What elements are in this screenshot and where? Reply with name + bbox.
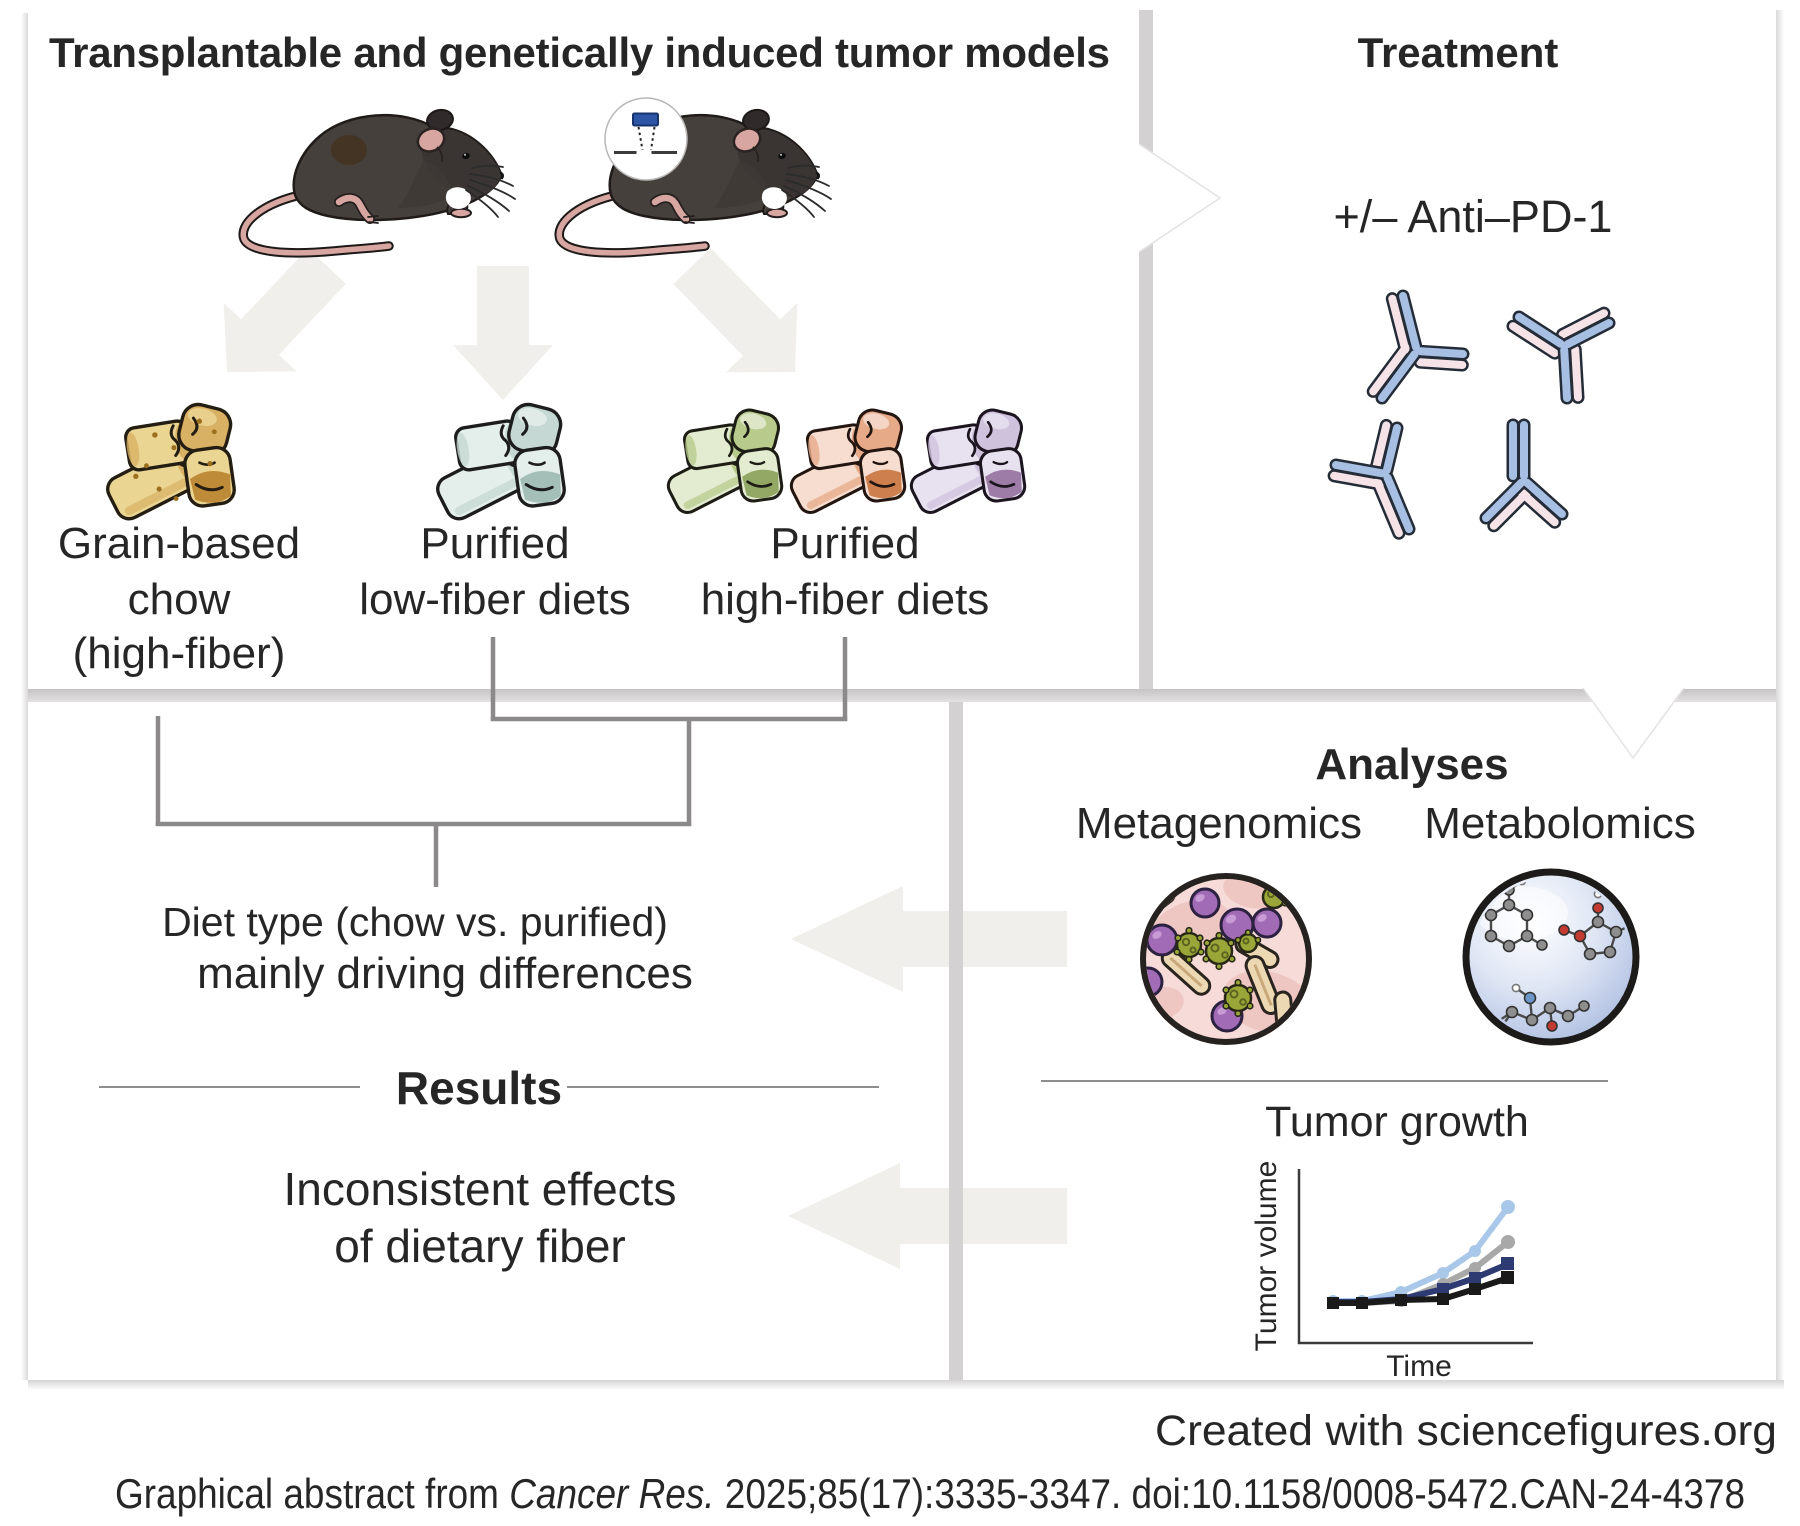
svg-text:chow: chow bbox=[128, 575, 231, 624]
svg-text:Treatment: Treatment bbox=[1358, 29, 1559, 76]
svg-text:Created with sciencefigures.or: Created with sciencefigures.org bbox=[1155, 1407, 1777, 1455]
svg-text:Inconsistent effects: Inconsistent effects bbox=[284, 1163, 677, 1215]
svg-text:+/– Anti–PD-1: +/– Anti–PD-1 bbox=[1334, 191, 1613, 242]
svg-text:Grain-based: Grain-based bbox=[58, 519, 300, 568]
svg-text:of dietary fiber: of dietary fiber bbox=[334, 1220, 625, 1272]
svg-text:Metagenomics: Metagenomics bbox=[1076, 799, 1362, 848]
svg-text:Time: Time bbox=[1386, 1350, 1452, 1383]
svg-text:Purified: Purified bbox=[420, 519, 569, 568]
svg-text:Results: Results bbox=[396, 1062, 562, 1114]
svg-text:Diet type (chow vs. purified): Diet type (chow vs. purified) bbox=[162, 899, 668, 945]
svg-text:Tumor growth: Tumor growth bbox=[1265, 1098, 1529, 1146]
svg-text:mainly driving differences: mainly driving differences bbox=[197, 949, 693, 998]
svg-text:Analyses: Analyses bbox=[1315, 740, 1508, 789]
svg-text:low-fiber diets: low-fiber diets bbox=[359, 575, 630, 624]
svg-text:Tumor volume: Tumor volume bbox=[1250, 1161, 1283, 1352]
svg-text:Graphical abstract from Cancer: Graphical abstract from Cancer Res. 2025… bbox=[115, 1470, 1745, 1517]
svg-text:high-fiber diets: high-fiber diets bbox=[701, 575, 990, 624]
svg-text:(high-fiber): (high-fiber) bbox=[73, 629, 286, 678]
svg-text:Transplantable and genetically: Transplantable and genetically induced t… bbox=[49, 29, 1110, 76]
svg-text:Purified: Purified bbox=[770, 519, 919, 568]
svg-text:Metabolomics: Metabolomics bbox=[1424, 799, 1695, 848]
